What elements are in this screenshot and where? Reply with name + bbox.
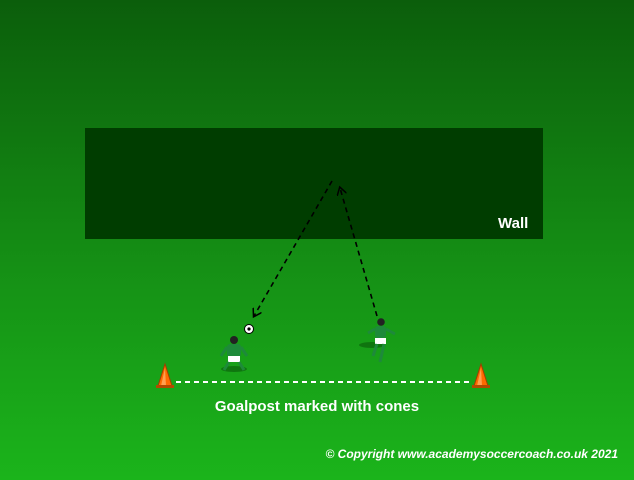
shooter-figure [359,318,396,363]
wall-label: Wall [498,215,529,232]
pass-arrow-to-wall [340,188,378,317]
soccer-ball-icon [244,324,254,334]
rebound-arrow [254,180,333,316]
goal-caption: Goalpost marked with cones [0,398,634,415]
cone-icon [156,362,174,388]
cone-icon [472,362,490,388]
wall [85,128,543,239]
copyright-notice: © Copyright www.academysoccercoach.co.uk… [325,447,618,461]
goalkeeper-figure [219,336,249,372]
goal-caption-text: Goalpost marked with cones [214,398,420,415]
